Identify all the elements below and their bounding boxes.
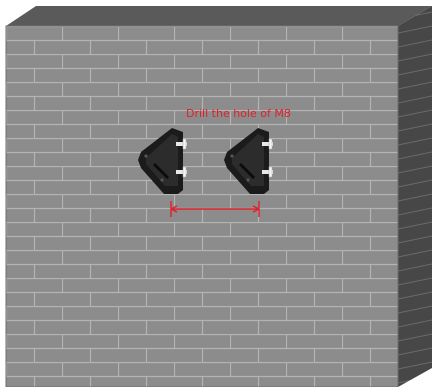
bolt-icon: [176, 138, 187, 150]
wall-top-face: [6, 6, 432, 26]
right-wall-bracket: [224, 128, 273, 194]
bolt-icon: [262, 138, 273, 150]
left-wall-bracket: [138, 128, 187, 194]
spacing-dimension-line: [170, 201, 260, 217]
wall-front-face: [6, 26, 398, 387]
bolt-icon: [262, 166, 273, 178]
bolt-icon: [176, 166, 187, 178]
wall-side-face: [398, 6, 432, 387]
drill-hole-annotation: Drill the hole of M8: [186, 107, 291, 120]
